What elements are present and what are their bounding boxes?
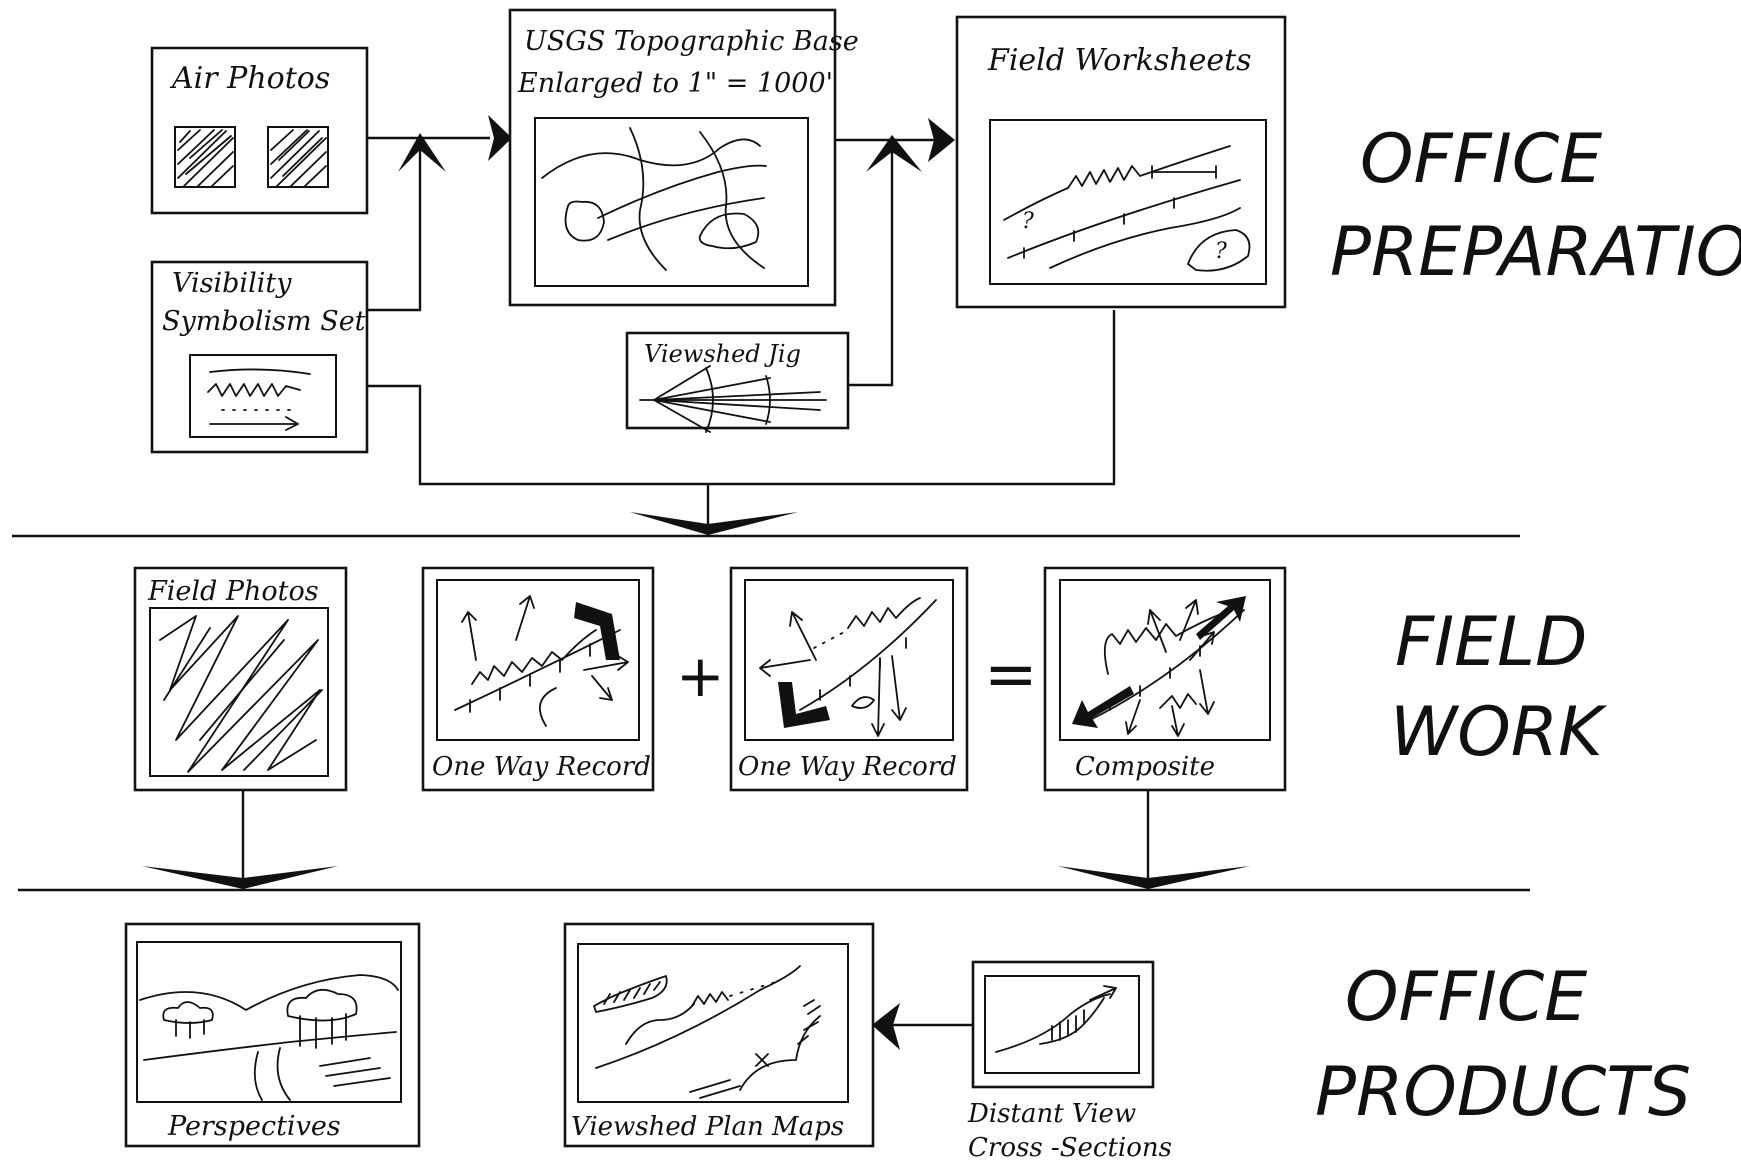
- arrowhead-to-products-left: [142, 866, 338, 889]
- box-viewshed-plan-maps: Viewshed Plan Maps: [565, 924, 873, 1146]
- arrowhead-to-fieldwork: [630, 512, 798, 535]
- box-one-way-record-1: One Way Record: [423, 568, 653, 790]
- box-air-photos: Air Photos: [152, 48, 367, 213]
- plan-map-sheet: [578, 944, 848, 1102]
- stage-label-line-1: OFFICE: [1345, 958, 1587, 1037]
- worksheet-question-mark: ?: [1215, 239, 1227, 264]
- box-visibility-symbolism-set: Visibility Symbolism Set: [152, 262, 367, 452]
- record-sheet: [745, 580, 953, 740]
- box-label: Composite: [1075, 752, 1215, 782]
- box-label-line-1: Visibility: [172, 268, 292, 299]
- stage-label-line-2: PRODUCTS: [1315, 1053, 1691, 1132]
- box-label-line-1: Distant View: [967, 1099, 1136, 1129]
- stage-label-line-2: WORK: [1390, 693, 1608, 772]
- equals-operator: =: [984, 638, 1038, 712]
- box-composite: Composite: [1045, 568, 1285, 790]
- stage-label-field-work: FIELD WORK: [1390, 603, 1608, 772]
- field-photo-sheet: [150, 608, 328, 776]
- box-usgs-topographic-base: USGS Topographic Base Enlarged to 1" = 1…: [510, 10, 859, 305]
- box-label-line-1: USGS Topographic Base: [524, 26, 859, 57]
- box-field-photos: Field Photos: [135, 568, 346, 790]
- stage-label-office-preparation: OFFICE PREPARATION: [1330, 120, 1741, 292]
- stage-label-line-1: FIELD: [1395, 603, 1587, 682]
- box-field-worksheets: Field Worksheets ? ?: [957, 17, 1285, 307]
- stage-label-line-2: PREPARATION: [1330, 213, 1741, 292]
- plus-operator: +: [676, 642, 725, 710]
- box-label: Viewshed Plan Maps: [571, 1112, 844, 1142]
- connectors-products: [872, 1003, 973, 1050]
- arrowhead-to-plan-maps: [872, 1003, 900, 1050]
- connector-jig-to-worksheets: [848, 140, 892, 385]
- connector-symbolism-to-base: [367, 138, 420, 310]
- box-perspectives: Perspectives: [126, 924, 419, 1146]
- box-label: One Way Record: [432, 752, 651, 782]
- box-one-way-record-2: One Way Record: [731, 568, 967, 790]
- box-distant-view-cross-sections: Distant View Cross -Sections: [967, 962, 1172, 1163]
- box-label: Perspectives: [167, 1111, 341, 1142]
- box-label-line-2: Enlarged to 1" = 1000': [517, 68, 833, 99]
- worksheet-question-mark: ?: [1022, 209, 1034, 234]
- box-label: Field Photos: [147, 576, 319, 607]
- box-label: Field Worksheets: [987, 43, 1252, 78]
- box-label: One Way Record: [738, 752, 957, 782]
- cross-section-sheet: [985, 976, 1139, 1073]
- box-label: Viewshed Jig: [644, 340, 801, 368]
- stage-label-office-products: OFFICE PRODUCTS: [1315, 958, 1691, 1132]
- box-label: Air Photos: [169, 61, 330, 96]
- box-label-line-2: Cross -Sections: [968, 1133, 1172, 1163]
- stage-label-line-1: OFFICE: [1360, 120, 1602, 199]
- arrowhead-to-base: [488, 115, 512, 161]
- arrowhead-to-products-right: [1058, 866, 1250, 889]
- box-viewshed-jig: Viewshed Jig: [627, 333, 848, 432]
- connectors-fieldwork: [142, 790, 1250, 889]
- box-label-line-2: Symbolism Set: [162, 306, 366, 337]
